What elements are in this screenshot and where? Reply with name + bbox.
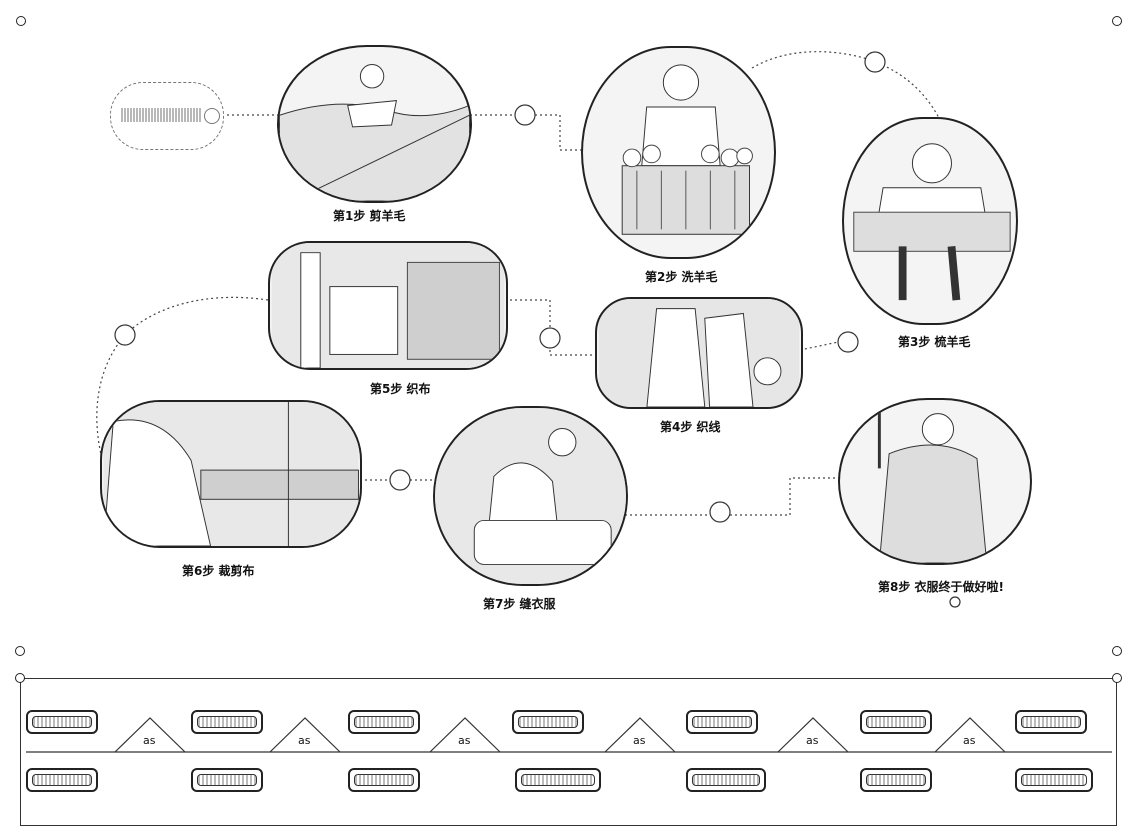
step-4-image[interactable] xyxy=(595,297,803,409)
step-7-image[interactable] xyxy=(433,406,628,586)
corner-handle-top-left-page[interactable] xyxy=(16,16,26,26)
top-pill-2[interactable] xyxy=(191,710,263,734)
step-2-caption: 第2步 洗羊毛 xyxy=(645,270,718,284)
connector-label-4: as xyxy=(633,734,646,747)
bottom-pill-2[interactable] xyxy=(191,768,263,792)
bottom-pill-1[interactable] xyxy=(26,768,98,792)
step-8-image[interactable] xyxy=(838,398,1032,565)
bottom-pill-4[interactable] xyxy=(515,768,601,792)
connector-label-2: as xyxy=(298,734,311,747)
step-5-image[interactable] xyxy=(268,241,508,370)
corner-handle-top-right[interactable] xyxy=(1112,646,1122,656)
bottom-pill-6[interactable] xyxy=(860,768,932,792)
connector-label-5: as xyxy=(806,734,819,747)
step-4-caption: 第4步 织线 xyxy=(660,420,721,434)
step-1-image[interactable] xyxy=(277,45,472,203)
corner-handle-top-right-page[interactable] xyxy=(1112,16,1122,26)
start-node-badge xyxy=(204,108,220,124)
top-pill-6[interactable] xyxy=(860,710,932,734)
top-pill-1[interactable] xyxy=(26,710,98,734)
start-node-text-placeholder xyxy=(121,108,201,122)
step-7-caption: 第7步 缝衣服 xyxy=(483,597,556,611)
corner-handle-strip-left[interactable] xyxy=(15,673,25,683)
connector-label-3: as xyxy=(458,734,471,747)
connector-label-6: as xyxy=(963,734,976,747)
bottom-pill-5[interactable] xyxy=(686,768,766,792)
step-8-caption: 第8步 衣服终于做好啦! xyxy=(878,580,1005,594)
top-pill-3[interactable] xyxy=(348,710,420,734)
step-1-caption: 第1步 剪羊毛 xyxy=(333,209,406,223)
top-pill-7[interactable] xyxy=(1015,710,1087,734)
bottom-pill-7[interactable] xyxy=(1015,768,1093,792)
corner-handle-top-left[interactable] xyxy=(15,646,25,656)
step-6-image[interactable] xyxy=(100,400,362,548)
connector-label-1: as xyxy=(143,734,156,747)
top-pill-4[interactable] xyxy=(512,710,584,734)
step-6-caption: 第6步 裁剪布 xyxy=(182,564,255,578)
start-node[interactable] xyxy=(110,82,224,150)
step-5-caption: 第5步 织布 xyxy=(370,382,431,396)
bottom-strip xyxy=(20,678,1117,826)
step-3-caption: 第3步 梳羊毛 xyxy=(898,335,971,349)
top-pill-5[interactable] xyxy=(686,710,758,734)
corner-handle-strip-right[interactable] xyxy=(1112,673,1122,683)
step-2-image[interactable] xyxy=(581,46,776,259)
step-3-image[interactable] xyxy=(842,117,1018,325)
bottom-pill-3[interactable] xyxy=(348,768,420,792)
